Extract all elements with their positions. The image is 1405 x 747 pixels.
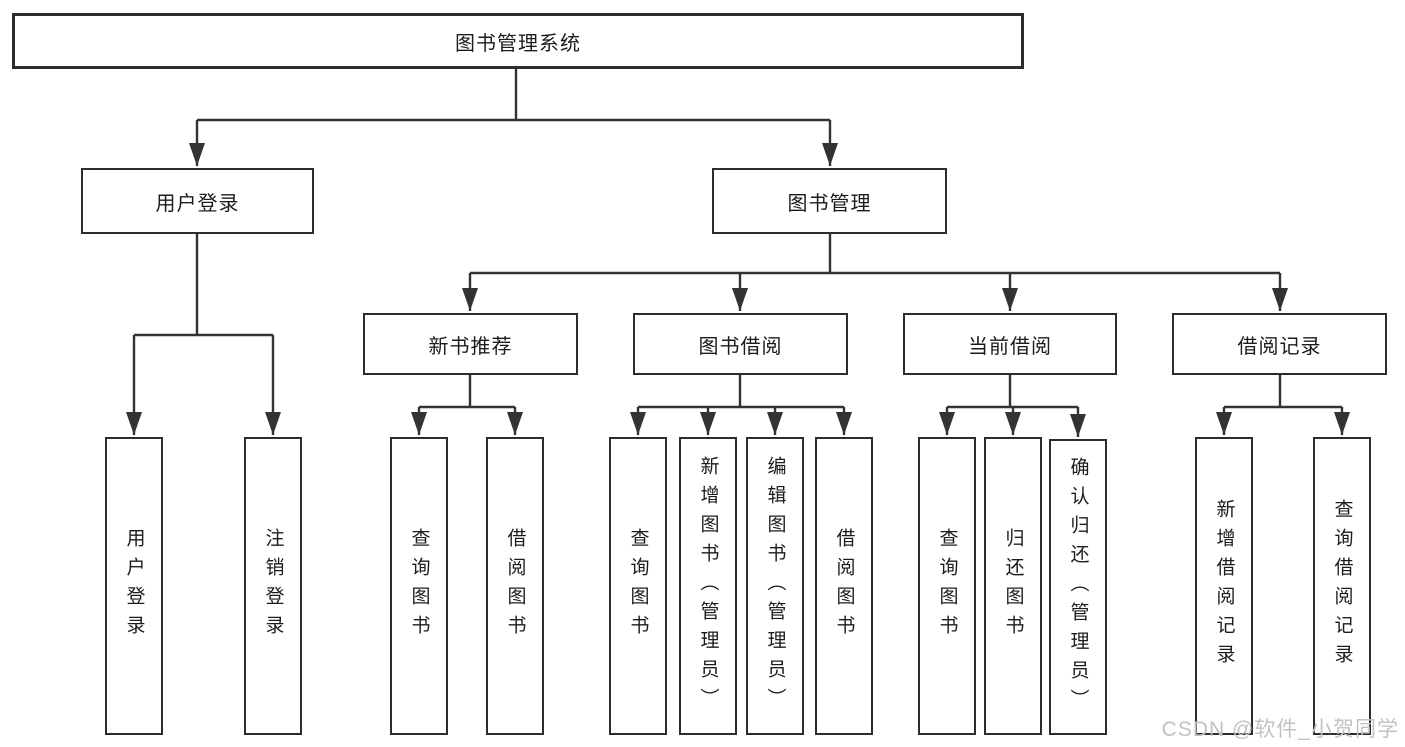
node-current-borrowing: 当前借阅 bbox=[903, 313, 1117, 375]
leaf-current-query-books: 查询图书 bbox=[918, 437, 976, 735]
connector-arrows bbox=[126, 120, 1350, 437]
node-label: 图书借阅 bbox=[698, 335, 783, 358]
leaf-current-confirm-return-admin: 确认归还（管理员） bbox=[1049, 439, 1107, 735]
node-new-book-recommendation: 新书推荐 bbox=[363, 313, 578, 375]
node-label: 借阅图书 bbox=[833, 528, 855, 644]
node-label: 编辑图书（管理员） bbox=[764, 455, 786, 717]
leaf-borrowing-borrow-books: 借阅图书 bbox=[815, 437, 873, 735]
node-label: 查询借阅记录 bbox=[1331, 499, 1353, 673]
leaf-borrowing-query-books: 查询图书 bbox=[609, 437, 667, 735]
node-label: 新增借阅记录 bbox=[1213, 499, 1235, 673]
node-label: 借阅图书 bbox=[504, 528, 526, 644]
node-label: 用户登录 bbox=[123, 528, 145, 644]
node-label: 图书管理系统 bbox=[455, 32, 581, 55]
leaf-user-login: 用户登录 bbox=[105, 437, 163, 735]
node-user-login: 用户登录 bbox=[81, 168, 314, 234]
node-label: 新增图书（管理员） bbox=[697, 455, 719, 717]
leaf-borrowing-add-books-admin: 新增图书（管理员） bbox=[679, 437, 737, 735]
node-label: 新书推荐 bbox=[428, 335, 513, 358]
node-borrowing-records: 借阅记录 bbox=[1172, 313, 1387, 375]
leaf-current-return-books: 归还图书 bbox=[984, 437, 1042, 735]
node-label: 归还图书 bbox=[1002, 528, 1024, 644]
node-label: 确认归还（管理员） bbox=[1067, 456, 1089, 718]
leaf-logout: 注销登录 bbox=[244, 437, 302, 735]
csdn-watermark: CSDN @软件_小贺同学 bbox=[1161, 718, 1399, 741]
node-label: 查询图书 bbox=[408, 528, 430, 644]
node-label: 用户登录 bbox=[155, 192, 240, 215]
connector-rails bbox=[134, 69, 1342, 409]
node-book-borrowing: 图书借阅 bbox=[633, 313, 848, 375]
node-label: 查询图书 bbox=[627, 528, 649, 644]
leaf-recommend-borrow-books: 借阅图书 bbox=[486, 437, 544, 735]
leaf-records-query-record: 查询借阅记录 bbox=[1313, 437, 1371, 735]
node-label: 图书管理 bbox=[787, 192, 872, 215]
leaf-records-add-record: 新增借阅记录 bbox=[1195, 437, 1253, 735]
leaf-recommend-query-books: 查询图书 bbox=[390, 437, 448, 735]
node-label: 当前借阅 bbox=[968, 335, 1052, 358]
node-label: 借阅记录 bbox=[1237, 335, 1322, 358]
node-label: 查询图书 bbox=[936, 528, 958, 644]
node-label: 注销登录 bbox=[262, 528, 284, 644]
node-library-system: 图书管理系统 bbox=[12, 13, 1024, 69]
leaf-borrowing-edit-books-admin: 编辑图书（管理员） bbox=[746, 437, 804, 735]
node-book-management: 图书管理 bbox=[712, 168, 947, 234]
